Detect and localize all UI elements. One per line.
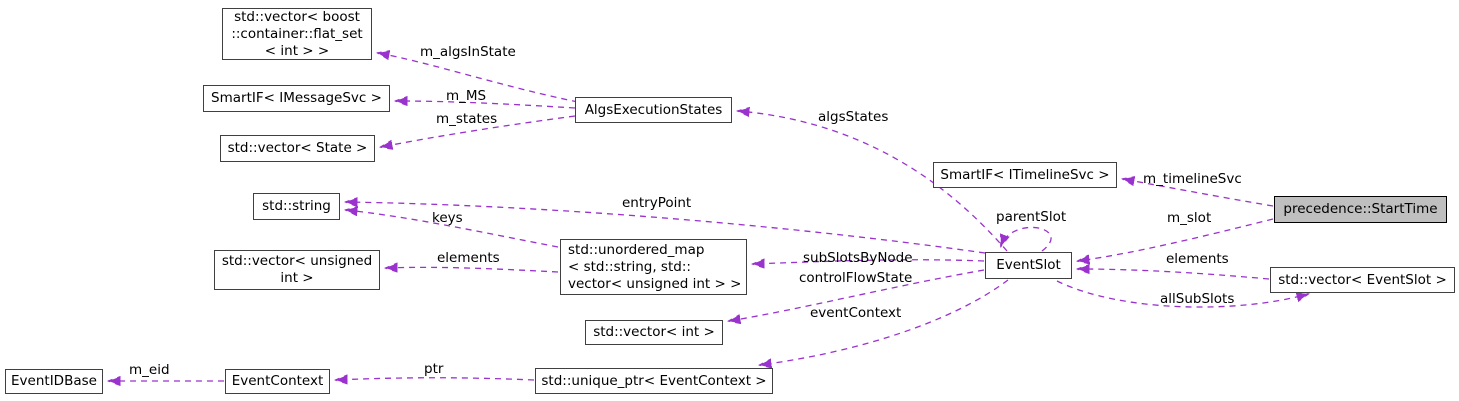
edge-label-sub-slots-by-node: subSlotsByNode: [803, 250, 913, 266]
edge-label-m-eid: m_eid: [129, 362, 170, 378]
edge-m-algs-in-state: [378, 53, 579, 103]
edge-label-m-algs-in-state: m_algsInState: [420, 44, 516, 60]
edge-ptr: [336, 378, 535, 380]
node-vector-unsigned-int[interactable]: std::vector< unsigned int >: [214, 250, 380, 290]
node-vector-event-slot[interactable]: std::vector< EventSlot >: [1270, 267, 1455, 293]
edge-label-elements-slots: elements: [1166, 251, 1229, 267]
node-event-context[interactable]: EventContext: [225, 369, 330, 394]
node-smartif-imessagesvc[interactable]: SmartIF< IMessageSvc >: [203, 85, 390, 112]
edge-keys: [346, 210, 559, 248]
edge-m-timeline-svc: [1123, 179, 1274, 207]
edge-label-elements-map: elements: [437, 250, 500, 266]
edge-event-context: [760, 279, 1009, 365]
node-vector-flat-set[interactable]: std::vector< boost ::container::flat_set…: [222, 8, 372, 60]
edge-control-flow-state: [729, 269, 985, 321]
node-vector-state[interactable]: std::vector< State >: [220, 135, 375, 162]
edge-label-m-states: m_states: [436, 111, 498, 127]
edge-algs-states: [738, 111, 1008, 252]
node-event-id-base[interactable]: EventIDBase: [5, 369, 103, 394]
node-vector-int[interactable]: std::vector< int >: [585, 320, 723, 345]
edge-label-event-context: eventContext: [810, 305, 902, 321]
edge-m-states: [381, 115, 576, 147]
edge-m-slot: [1078, 218, 1274, 261]
edge-sub-slots-by-node: [753, 260, 985, 264]
edge-elements-map: [386, 267, 559, 272]
edge-elements-slots: [1078, 269, 1270, 279]
edge-m-ms: [396, 101, 576, 108]
edge-label-all-sub-slots: allSubSlots: [1160, 291, 1235, 307]
node-unordered-map[interactable]: std::unordered_map < std::string, std:: …: [560, 239, 747, 295]
edge-label-algs-states: algsStates: [818, 109, 889, 125]
node-unique-ptr-event-context[interactable]: std::unique_ptr< EventContext >: [535, 368, 773, 394]
node-smartif-itimelinesvc[interactable]: SmartIF< ITimelineSvc >: [933, 162, 1117, 188]
edge-label-entry-point: entryPoint: [622, 195, 692, 211]
edge-label-keys: keys: [432, 210, 463, 226]
edge-label-m-timeline-svc: m_timelineSvc: [1143, 171, 1242, 187]
node-algs-execution-states[interactable]: AlgsExecutionStates: [575, 97, 732, 123]
edge-label-m-ms: m_MS: [446, 88, 487, 104]
edge-all-sub-slots: [1056, 280, 1308, 308]
node-event-slot[interactable]: EventSlot: [985, 252, 1072, 279]
edge-label-control-flow-state: controlFlowState: [799, 270, 913, 286]
edge-entry-point: [346, 202, 986, 254]
node-std-string[interactable]: std::string: [253, 193, 340, 220]
node-precedence-start-time: precedence::StartTime: [1274, 196, 1447, 223]
edge-parent-slot: [1001, 226, 1052, 251]
edge-label-ptr: ptr: [424, 361, 444, 377]
edge-label-parent-slot: parentSlot: [996, 209, 1067, 225]
edge-label-m-slot: m_slot: [1167, 210, 1212, 226]
